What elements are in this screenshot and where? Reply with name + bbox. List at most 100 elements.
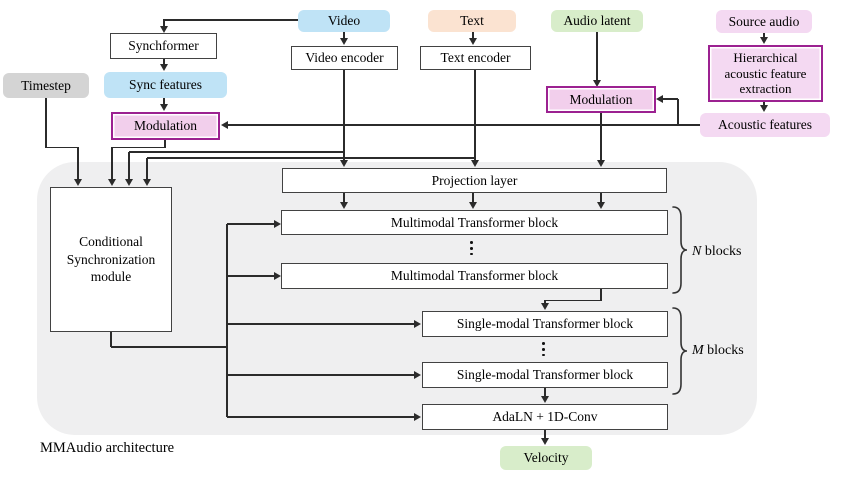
arrowhead xyxy=(471,160,479,167)
arrowhead xyxy=(160,26,168,33)
edge-projection-mm1-c xyxy=(600,193,602,203)
edge-mm2-sm1-v2 xyxy=(544,300,546,304)
arrowhead xyxy=(125,179,133,186)
node-multimodal-block-1-label: Multimodal Transformer block xyxy=(390,214,559,230)
edge-bus-sm2 xyxy=(227,374,415,376)
edge-videoencoder-projection xyxy=(343,70,345,160)
node-projection-layer-label: Projection layer xyxy=(431,172,518,188)
arrowhead xyxy=(340,38,348,45)
node-multimodal-block-2-label: Multimodal Transformer block xyxy=(390,268,559,283)
node-single-modal-block-1: Single-modal Transformer block xyxy=(422,311,668,337)
edge-synchformer-syncfeatures xyxy=(163,59,165,65)
edge-bus-mm1 xyxy=(227,223,275,225)
edge-text-textencoder xyxy=(472,32,474,39)
node-modulation-audio-label: Modulation xyxy=(569,91,633,107)
edge-bus-adaln xyxy=(227,416,415,418)
edge-modulationsync-csm-v2 xyxy=(111,147,113,179)
node-single-modal-block-2-label: Single-modal Transformer block xyxy=(456,367,634,382)
label-m-blocks: M blocks xyxy=(692,343,744,359)
node-single-modal-block-2: Single-modal Transformer block xyxy=(422,362,668,388)
node-text-label: Text xyxy=(460,13,484,28)
node-projection-layer: Projection layer xyxy=(282,168,667,193)
node-text: Text xyxy=(428,10,516,32)
node-timestep: Timestep xyxy=(3,73,89,98)
brace-n-blocks xyxy=(672,206,688,294)
arrowhead xyxy=(221,121,228,129)
edge-acoustic-modulationaudio-v xyxy=(677,99,679,125)
arrowhead xyxy=(414,413,421,421)
arrowhead xyxy=(541,438,549,445)
label-n-rest: blocks xyxy=(701,244,742,259)
edge-hierarchical-acoustic xyxy=(763,102,765,107)
node-velocity-label: Velocity xyxy=(523,450,569,465)
edge-video-synchformer-h xyxy=(164,19,298,21)
edge-timestep-csm-v2 xyxy=(77,147,79,179)
node-video: Video xyxy=(298,10,390,32)
node-adaln-conv: AdaLN + 1D-Conv xyxy=(422,404,668,430)
edge-adaln-velocity xyxy=(544,430,546,439)
edge-bus-mm2 xyxy=(227,275,275,277)
edge-modulationsync-csm-h xyxy=(112,146,165,149)
node-sync-features-label: Sync features xyxy=(128,77,203,92)
node-hierarchical-extraction-label: Hierarchical acoustic feature extraction xyxy=(724,50,807,97)
node-modulation-sync-label: Modulation xyxy=(134,118,197,133)
arrowhead xyxy=(760,37,768,44)
node-text-encoder: Text encoder xyxy=(420,46,531,70)
ellipsis-multimodal xyxy=(470,241,473,256)
arrowhead xyxy=(469,38,477,45)
edge-timestep-csm-v1 xyxy=(45,98,47,148)
node-conditional-sync-module: Conditional Synchronization module xyxy=(50,187,172,332)
node-video-encoder-label: Video encoder xyxy=(305,50,384,65)
arrowhead xyxy=(108,179,116,186)
node-sync-features: Sync features xyxy=(104,72,227,98)
node-acoustic-features-label: Acoustic features xyxy=(717,117,813,132)
edge-syncfeatures-modulation xyxy=(163,98,165,105)
arrowhead xyxy=(74,179,82,186)
figure-caption: MMAudio architecture xyxy=(40,440,175,456)
edge-video-videoencoder xyxy=(343,32,345,39)
arrowhead xyxy=(143,179,151,186)
edge-videoencoder-csm-v xyxy=(128,152,130,179)
label-m-var: M xyxy=(692,343,704,358)
label-m-rest: blocks xyxy=(703,343,744,358)
edge-textencoder-projection xyxy=(474,70,476,160)
node-synchformer-label: Synchformer xyxy=(128,38,199,53)
node-conditional-sync-module-label: Conditional Synchronization module xyxy=(66,234,156,285)
arrowhead xyxy=(760,105,768,112)
arrowhead xyxy=(414,320,421,328)
edge-bus-sm1 xyxy=(227,323,415,325)
node-multimodal-block-1: Multimodal Transformer block xyxy=(281,210,668,235)
edge-modulationsync-csm-v1 xyxy=(164,140,166,148)
node-modulation-sync: Modulation xyxy=(111,112,220,140)
arrowhead xyxy=(597,202,605,209)
node-audio-latent-label: Audio latent xyxy=(563,13,631,28)
edge-projection-mm1-b xyxy=(472,193,474,203)
edge-csm-bus-v xyxy=(110,332,112,347)
edge-mm2-sm1-h xyxy=(545,299,602,302)
arrowhead xyxy=(656,95,663,103)
edge-videoencoder-csm-h xyxy=(129,151,344,153)
edge-textencoder-csm-v xyxy=(146,158,148,179)
ellipsis-single-modal xyxy=(542,342,545,357)
node-timestep-label: Timestep xyxy=(21,77,71,93)
arrowhead xyxy=(340,160,348,167)
node-audio-latent: Audio latent xyxy=(551,10,643,32)
edge-projection-mm1-a xyxy=(343,193,345,203)
arrowhead xyxy=(340,202,348,209)
edge-timestep-csm-h xyxy=(46,146,79,149)
arrowhead xyxy=(541,303,549,310)
edge-modulationaudio-projection xyxy=(600,112,602,160)
arrowhead xyxy=(160,104,168,111)
arrowhead xyxy=(597,160,605,167)
node-multimodal-block-2: Multimodal Transformer block xyxy=(281,263,668,289)
node-velocity: Velocity xyxy=(500,446,592,470)
arrowhead xyxy=(469,202,477,209)
node-acoustic-features: Acoustic features xyxy=(700,113,830,137)
edge-sm2-adaln xyxy=(544,388,546,397)
arrowhead xyxy=(274,220,281,228)
node-video-encoder: Video encoder xyxy=(291,46,398,70)
edge-audiolatent-modulation xyxy=(596,32,598,80)
arrowhead xyxy=(274,272,281,280)
node-single-modal-block-1-label: Single-modal Transformer block xyxy=(456,316,634,331)
